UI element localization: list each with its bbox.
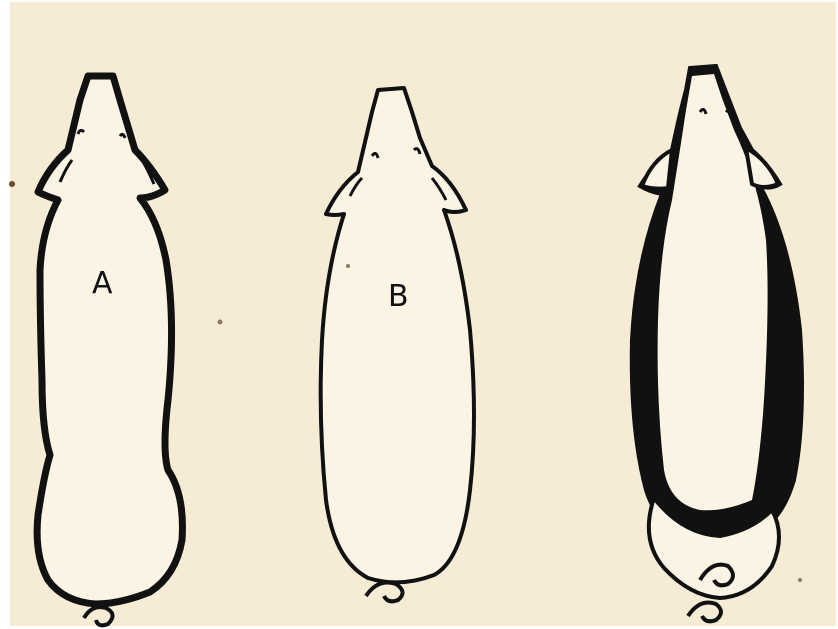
- pig-a-label: A: [92, 266, 113, 301]
- ink-speck: [346, 264, 350, 268]
- ink-speck: [798, 578, 802, 582]
- ink-speck: [9, 181, 15, 187]
- pig-b-label: B: [388, 279, 409, 314]
- ink-speck: [218, 320, 223, 325]
